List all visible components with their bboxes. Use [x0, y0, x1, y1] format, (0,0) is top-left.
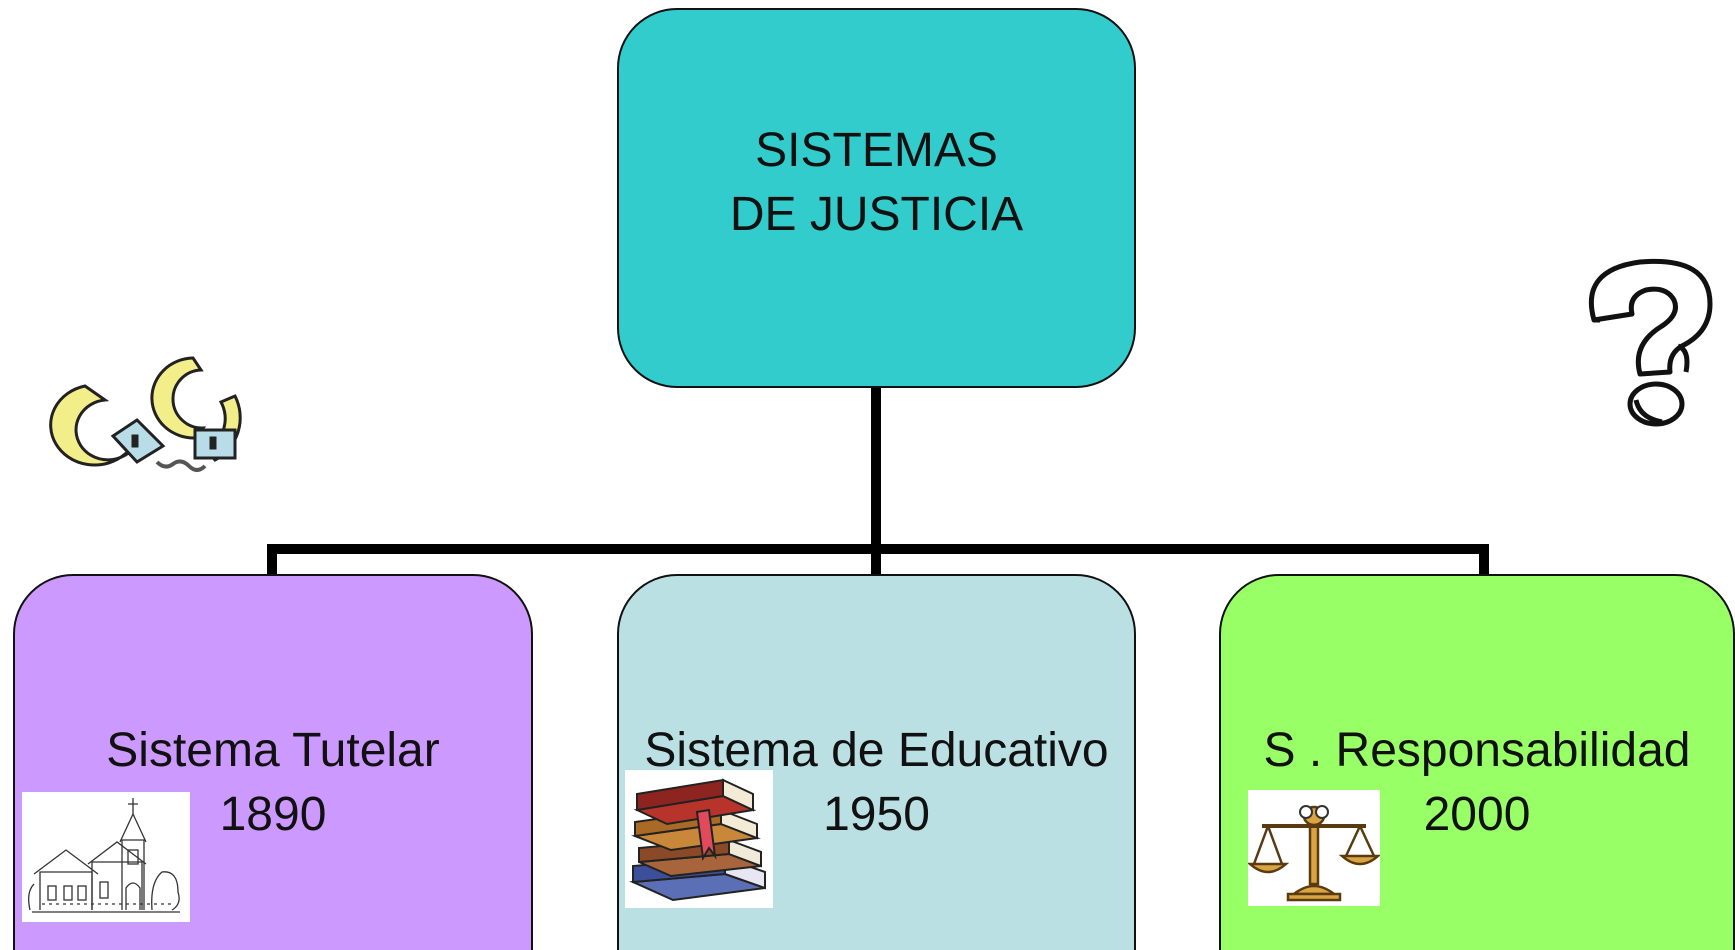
node-title: Sistema Tutelar — [106, 724, 440, 777]
node-title: Sistema de Educativo — [644, 724, 1109, 777]
root-title-line1: SISTEMAS — [755, 124, 998, 177]
handcuffs-icon — [25, 350, 285, 510]
node-sistema-educativo: Sistema de Educativo 1950 — [617, 574, 1136, 950]
church-icon — [22, 792, 190, 922]
root-title-line2: DE JUSTICIA — [729, 188, 1024, 241]
node-title: S . Responsabilidad — [1263, 724, 1691, 777]
scale-icon — [1246, 790, 1382, 906]
node-year: 2000 — [1423, 788, 1531, 841]
node-year: 1890 — [219, 788, 327, 841]
question-mark-icon — [1570, 250, 1735, 435]
node-year: 1950 — [823, 788, 930, 841]
node-responsabilidad: S . Responsabilidad 2000 — [1219, 574, 1735, 950]
books-icon — [625, 770, 773, 908]
root-node: SISTEMAS DE JUSTICIA — [617, 8, 1136, 388]
